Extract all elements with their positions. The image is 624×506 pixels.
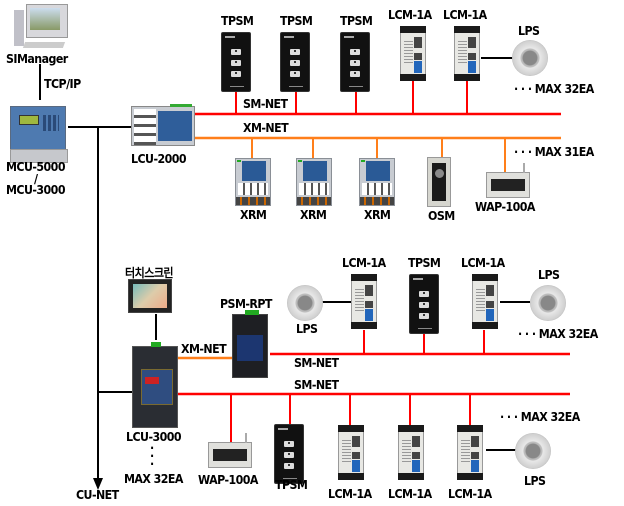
device-label: XRM <box>364 208 391 222</box>
bottom-lower-sm-net-label: SM-NET <box>294 378 339 392</box>
lcm-module-icon <box>351 274 377 329</box>
device-label: TPSM <box>340 14 373 28</box>
tpsm-switch-icon <box>221 32 251 92</box>
psm-rpt-label: PSM-RPT <box>220 297 272 311</box>
lps-label: LPS <box>518 24 540 38</box>
xrm-module-icon <box>296 158 332 206</box>
lcu-dots: ··· <box>150 441 154 471</box>
mcu-3000-label: MCU-3000 <box>6 183 66 197</box>
simanager-pc-icon <box>12 4 68 50</box>
lps-sensor-icon <box>512 40 548 76</box>
lcm-module-icon <box>400 26 426 81</box>
lcu-3000-icon <box>132 342 178 428</box>
device-label: LCM-1A <box>448 487 492 501</box>
lcu-2000-icon <box>131 104 195 146</box>
lcu-3000-label: LCU-3000 <box>126 430 182 444</box>
device-label: OSM <box>428 209 455 223</box>
top-xm-net-label: XM-NET <box>243 121 289 135</box>
tpsm-switch-icon <box>280 32 310 92</box>
lps-label: LPS <box>538 268 560 282</box>
lcm-module-icon <box>457 425 483 480</box>
mcu-5000-label: MCU-5000 <box>6 160 66 174</box>
lps-label: LPS <box>524 474 546 488</box>
device-label: LCM-1A <box>342 256 386 270</box>
lcm-module-icon <box>454 26 480 81</box>
top-sm-net-label: SM-NET <box>243 97 288 111</box>
cu-net-label: CU-NET <box>76 488 119 502</box>
device-label: LCM-1A <box>328 487 372 501</box>
device-label: LCM-1A <box>461 256 505 270</box>
mcu-controller-icon <box>10 106 68 163</box>
tpsm-switch-icon <box>340 32 370 92</box>
tpsm-switch-icon <box>409 274 439 334</box>
xrm-module-icon <box>235 158 271 206</box>
lps-sensor-icon <box>287 285 323 321</box>
bottom-xm-net-label: XM-NET <box>181 342 227 356</box>
device-label: WAP-100A <box>198 473 258 487</box>
tpsm-switch-icon <box>274 424 304 484</box>
device-label: TPSM <box>221 14 254 28</box>
lcm-module-icon <box>338 425 364 480</box>
top-sm-max-label: · · · MAX 32EA <box>514 82 594 96</box>
device-label: XRM <box>240 208 267 222</box>
bottom-lower-max-label: · · · MAX 32EA <box>500 410 580 424</box>
bottom-upper-sm-net-label: SM-NET <box>294 356 339 370</box>
device-label: LCM-1A <box>388 487 432 501</box>
lcu-max-label: MAX 32EA <box>124 472 183 486</box>
bottom-upper-max-label: · · · MAX 32EA <box>518 327 598 341</box>
lcu-2000-label: LCU-2000 <box>131 152 187 166</box>
lcm-module-icon <box>398 425 424 480</box>
touch-screen-icon <box>128 279 172 313</box>
device-label: LCM-1A <box>388 8 432 22</box>
wap-access-point-icon <box>486 163 530 198</box>
psm-rpt-icon <box>232 310 268 378</box>
lps-sensor-icon <box>530 285 566 321</box>
device-label: WAP-100A <box>475 200 535 214</box>
lcm-module-icon <box>472 274 498 329</box>
device-label: LCM-1A <box>443 8 487 22</box>
device-label: XRM <box>300 208 327 222</box>
tcp-ip-label: TCP/IP <box>44 77 81 91</box>
device-label: TPSM <box>408 256 441 270</box>
touch-screen-label: 터치스크린 <box>125 266 174 280</box>
mcu-separator-label: / <box>34 172 38 186</box>
top-xm-max-label: · · · MAX 31EA <box>514 145 594 159</box>
device-label: TPSM <box>275 478 308 492</box>
lps-label: LPS <box>296 322 318 336</box>
cu-net-arrow <box>93 478 103 490</box>
simanager-label: SIManager <box>6 52 68 66</box>
osm-sensor-icon <box>427 157 451 207</box>
device-label: TPSM <box>280 14 313 28</box>
lps-sensor-icon <box>515 433 551 469</box>
xrm-module-icon <box>359 158 395 206</box>
wap-access-point-icon <box>208 433 252 468</box>
